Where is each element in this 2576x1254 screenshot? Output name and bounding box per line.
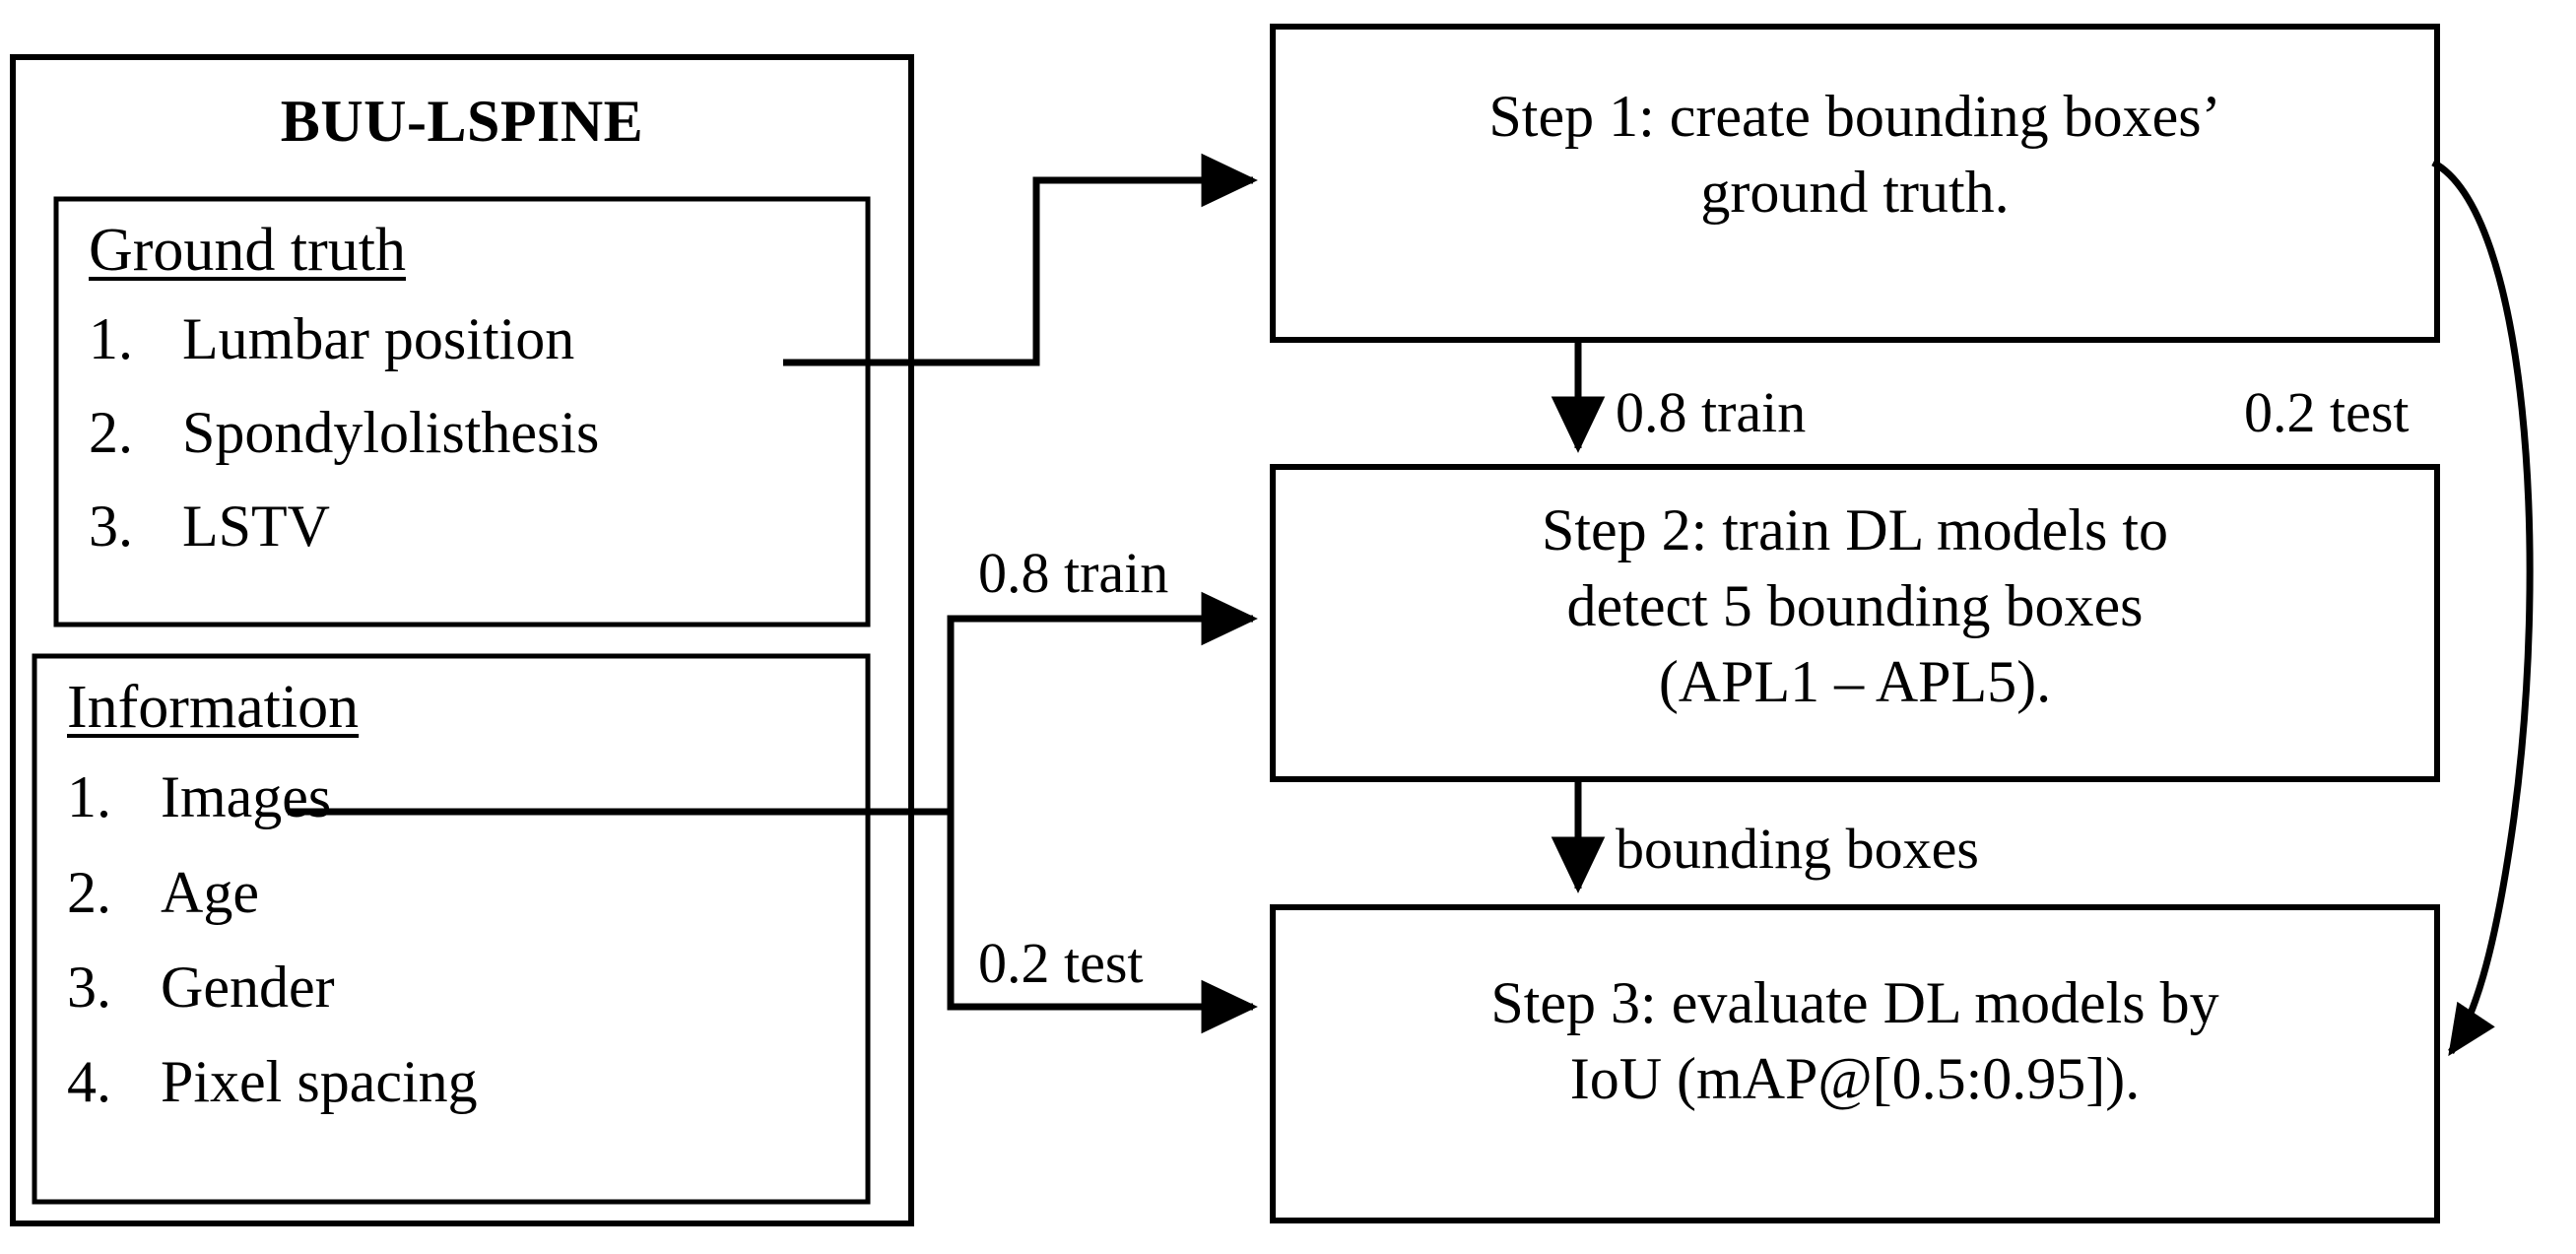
list-item: 2. Spondylolisthesis: [89, 399, 599, 467]
ground-truth-heading: Ground truth: [89, 217, 407, 284]
list-item: 3. LSTV: [89, 493, 330, 561]
list-item-number: 4.: [67, 1049, 111, 1114]
list-item: 3. Gender: [67, 954, 335, 1022]
step1-line-1: Step 1: create bounding boxes’: [1488, 84, 2221, 149]
step1-text: Step 1: create bounding boxes’ ground tr…: [1283, 79, 2427, 231]
step2-line-1: Step 2: train DL models to: [1541, 497, 2169, 562]
list-item-label: LSTV: [182, 494, 330, 559]
step1-line-2: ground truth.: [1700, 159, 2010, 225]
edge-label-step2-to-step3: bounding boxes: [1616, 817, 1979, 881]
list-item-label: Spondylolisthesis: [182, 400, 600, 465]
step3-line-2: IoU (mAP@[0.5:0.95]).: [1569, 1045, 2141, 1111]
list-item-label: Age: [161, 860, 259, 925]
list-item: 1. Lumbar position: [89, 305, 574, 373]
dataset-panel-title: BUU-LSPINE: [280, 89, 644, 154]
step3-box: [1270, 904, 2440, 1223]
connector-information-to-step3: [947, 812, 1258, 1034]
connector-step1-to-step3-curve: [2431, 159, 2534, 1057]
edge-label-information-to-step3: 0.2 test: [978, 931, 1144, 995]
list-item-label: Gender: [161, 955, 335, 1020]
step2-text: Step 2: train DL models to detect 5 boun…: [1283, 493, 2427, 719]
ground-truth-box: [53, 196, 871, 627]
step3-text: Step 3: evaluate DL models by IoU (mAP@[…: [1283, 965, 2427, 1117]
step3-line-1: Step 3: evaluate DL models by: [1490, 970, 2219, 1035]
connector-information-to-step2: [288, 591, 1258, 816]
list-item-number: 1.: [89, 306, 133, 371]
edge-label-step1-to-step2: 0.8 train: [1616, 380, 1807, 444]
list-item-label: Images: [161, 764, 332, 829]
step2-line-3: (APL1 – APL5).: [1658, 648, 2052, 714]
edge-label-information-to-step2: 0.8 train: [978, 541, 1169, 605]
information-box: [32, 653, 871, 1205]
list-item-number: 1.: [67, 764, 111, 829]
list-item-number: 3.: [89, 494, 133, 559]
list-item-number: 2.: [67, 860, 111, 925]
list-item: 1. Images: [67, 763, 331, 831]
list-item-label: Lumbar position: [182, 306, 575, 371]
edge-label-step1-to-step3: 0.2 test: [2244, 380, 2410, 444]
step1-box: [1270, 24, 2440, 343]
information-heading: Information: [67, 674, 360, 741]
list-item-number: 3.: [67, 955, 111, 1020]
list-item-label: Pixel spacing: [161, 1049, 478, 1114]
list-item: 2. Age: [67, 859, 259, 927]
step2-line-2: detect 5 bounding boxes: [1566, 572, 2144, 638]
list-item-number: 2.: [89, 400, 133, 465]
step2-box: [1270, 464, 2440, 782]
connector-groundtruth-to-step1: [783, 153, 1258, 366]
list-item: 4. Pixel spacing: [67, 1048, 478, 1116]
